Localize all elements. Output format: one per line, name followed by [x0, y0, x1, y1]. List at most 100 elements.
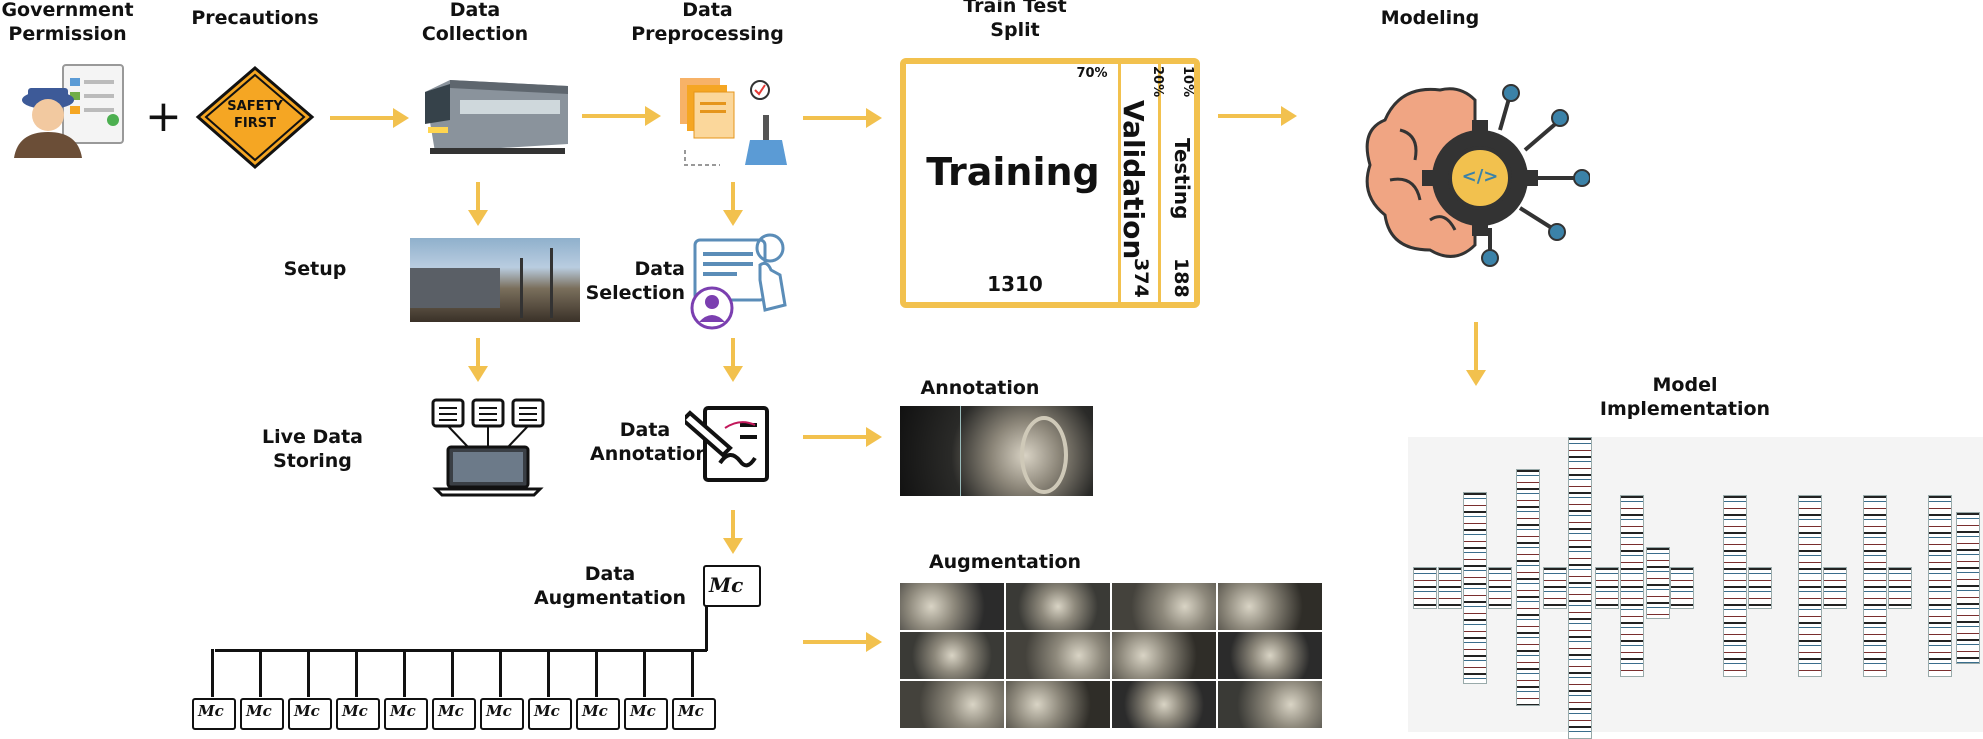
split-divider-validation [1118, 64, 1121, 302]
officer-icon [14, 64, 124, 158]
model-layer-stack [1413, 567, 1437, 609]
annotation-icon [685, 406, 769, 482]
plus-sign: + [145, 91, 182, 142]
safety-sign-icon [195, 66, 315, 169]
model-layer-stack [1620, 495, 1644, 677]
augmentation-copy-text: Mc [486, 702, 512, 720]
training-count: 1310 [987, 272, 1043, 296]
augmentation-copy-icon: Mc [288, 698, 332, 730]
label-data-augmentation: Data Augmentation [533, 563, 687, 609]
label-data-annotation: Data Annotation [590, 419, 709, 465]
model-layer-stack [1516, 469, 1540, 706]
augmentation-tree-branch [451, 649, 454, 697]
model-layer-stack [1863, 495, 1887, 677]
setup-photo [410, 238, 580, 322]
label-modeling: Modeling [1380, 7, 1480, 29]
augmentation-copy-text: Mc [246, 702, 272, 720]
arrow-annotation-to-augmentation [723, 510, 743, 554]
augmentation-copy-icon: Mc [528, 698, 572, 730]
code-icon: </> [1461, 166, 1499, 187]
label-annotation: Annotation [920, 377, 1040, 399]
augmentation-copy-icon: Mc [480, 698, 524, 730]
model-layer-stack [1438, 567, 1462, 609]
annotation-photo [900, 406, 1093, 496]
model-layer-stack [1463, 492, 1487, 684]
augmentation-tile [1112, 681, 1216, 728]
model-layer-stack [1928, 495, 1952, 677]
label-data-preprocessing: Data Preprocessing [631, 0, 784, 45]
model-layer-stack [1723, 495, 1747, 677]
augmentation-copy-text: Mc [390, 702, 416, 720]
arrow-split-to-modeling [1218, 106, 1297, 126]
augmentation-tile [1218, 583, 1322, 630]
augmentation-copy-text: Mc [294, 702, 320, 720]
augmentation-copy-text: Mc [582, 702, 608, 720]
augmentation-tile [900, 632, 1004, 679]
testing-count: 188 [1170, 258, 1192, 298]
augmentation-tree-line [215, 649, 707, 652]
validation-count: 374 [1130, 258, 1152, 298]
augmentation-tree-branch [643, 649, 646, 697]
augmentation-tree-branch [691, 649, 694, 697]
augmentation-copy-text: Mc [534, 702, 560, 720]
augmentation-tile [1218, 681, 1322, 728]
safety-sign-line2: FIRST [234, 116, 276, 131]
augmentation-tree-branch [403, 649, 406, 697]
arrow-selection-to-annotation [723, 338, 743, 382]
model-layer-stack [1748, 567, 1772, 609]
label-data-collection: Data Collection [421, 0, 529, 45]
model-layer-stack [1568, 437, 1592, 739]
augmentation-copy-icon: Mc [576, 698, 620, 730]
augmentation-tile [900, 681, 1004, 728]
laptop-icon [431, 398, 545, 497]
augmentation-tile [1218, 632, 1322, 679]
split-divider-testing [1158, 64, 1161, 302]
arrow-setup-to-storing [468, 338, 488, 382]
augmentation-tree-branch [595, 649, 598, 697]
augmentation-tree-branch [499, 649, 502, 697]
arrow-preprocessing-to-selection [723, 182, 743, 226]
arrow-collection-to-preprocessing [582, 106, 661, 126]
augmentation-tile [1112, 583, 1216, 630]
safety-sign-line1: SAFETY [227, 99, 283, 114]
augmentation-icon: Mc [703, 565, 761, 607]
augmentation-tile [1112, 632, 1216, 679]
label-precautions: Precautions [191, 7, 319, 29]
model-layer-stack [1888, 567, 1912, 609]
augmentation-tree-branch [259, 649, 262, 697]
arrow-collection-to-setup [468, 182, 488, 226]
selection-icon [690, 233, 787, 330]
augmentation-tree-branch [307, 649, 310, 697]
augmentation-tree-branch [211, 649, 214, 697]
model-layer-stack [1595, 567, 1619, 609]
label-data-selection: Data Selection [585, 258, 685, 304]
validation-label: Validation [1117, 100, 1150, 260]
arrow-precautions-to-collection [330, 108, 409, 128]
label-live-data-storing: Live Data Storing [261, 426, 363, 472]
arrow-augmentation-to-grid [803, 632, 882, 652]
augmentation-copy-icon: Mc [336, 698, 380, 730]
augmentation-tree-branch [547, 649, 550, 697]
testing-percent: 10% [1180, 66, 1195, 98]
train-test-split-box [900, 58, 1200, 308]
augmentation-copy-icon: Mc [192, 698, 236, 730]
augmentation-copy-text: Mc [630, 702, 656, 720]
model-layer-stack [1488, 567, 1512, 609]
label-model-implementation: Model Implementation [1599, 374, 1771, 420]
augmentation-copy-text: Mc [438, 702, 464, 720]
augmentation-copy-icon: Mc [384, 698, 428, 730]
augmentation-tile [1006, 632, 1110, 679]
model-layer-stack [1798, 495, 1822, 677]
augmentation-copy-text: Mc [342, 702, 368, 720]
arrow-data-annotation-to-annotation [803, 427, 882, 447]
model-architecture-diagram [1408, 437, 1983, 739]
label-setup: Setup [283, 258, 347, 280]
augmentation-grid [900, 583, 1325, 731]
model-layer-stack [1646, 547, 1670, 619]
model-layer-stack [1956, 512, 1980, 664]
augmentation-tile [1006, 583, 1110, 630]
augmentation-tile [900, 583, 1004, 630]
preprocessing-icon [680, 78, 787, 166]
augmentation-tile [1006, 681, 1110, 728]
augmentation-icon-text: Mc [709, 573, 744, 597]
